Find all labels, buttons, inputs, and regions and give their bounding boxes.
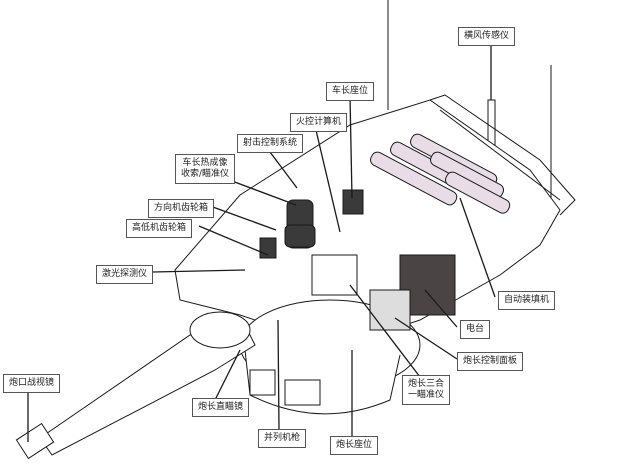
muzzle bbox=[15, 422, 55, 460]
label-commander-seat: 车长座位 bbox=[326, 82, 375, 101]
label-gunner-seat: 炮长座位 bbox=[330, 436, 379, 455]
gun-barrel bbox=[39, 324, 256, 456]
label-line: 一瞄准仪 bbox=[408, 390, 445, 400]
label-elevation-gearbox: 高低机齿轮箱 bbox=[126, 219, 193, 238]
label-gunner-sight: 炮长三合 一瞄准仪 bbox=[402, 375, 451, 405]
fire-control-box bbox=[342, 189, 364, 215]
gun-mantlet bbox=[189, 311, 251, 349]
leader-lines bbox=[27, 42, 496, 442]
turret-basket bbox=[244, 349, 401, 415]
label-autoloader: 自动装填机 bbox=[498, 291, 556, 310]
label-gunner-control-panel: 炮长控制面板 bbox=[457, 352, 524, 371]
gunner-sight-box bbox=[311, 254, 358, 296]
bustle-rack bbox=[429, 94, 576, 216]
label-crosswind-sensor: 横风传感仪 bbox=[458, 27, 516, 46]
label-line: 车长热成像 bbox=[182, 158, 228, 168]
label-gunner-telescope: 炮长直瞄镜 bbox=[192, 398, 250, 417]
label-line: 炮长三合 bbox=[408, 379, 445, 389]
label-traverse-gearbox: 方向机齿轮箱 bbox=[148, 199, 215, 218]
label-muzzle-reference: 炮口战视镜 bbox=[3, 374, 61, 393]
label-coaxial-mg: 并列机枪 bbox=[258, 429, 307, 448]
ammo-tube bbox=[445, 171, 511, 214]
label-radio: 电台 bbox=[460, 320, 491, 339]
label-fire-control-system: 射击控制系统 bbox=[237, 134, 304, 153]
label-fire-control-computer: 火控计算机 bbox=[290, 113, 348, 132]
radio-unit bbox=[399, 254, 456, 316]
ammo-tube bbox=[370, 151, 458, 206]
label-laser-rangefinder: 激光探测仪 bbox=[96, 265, 154, 284]
label-line: 收索/瞄准仪 bbox=[181, 169, 230, 179]
label-commander-thermal-sight: 车长热成像 收索/瞄准仪 bbox=[175, 154, 236, 184]
gunner-panel bbox=[369, 289, 411, 331]
